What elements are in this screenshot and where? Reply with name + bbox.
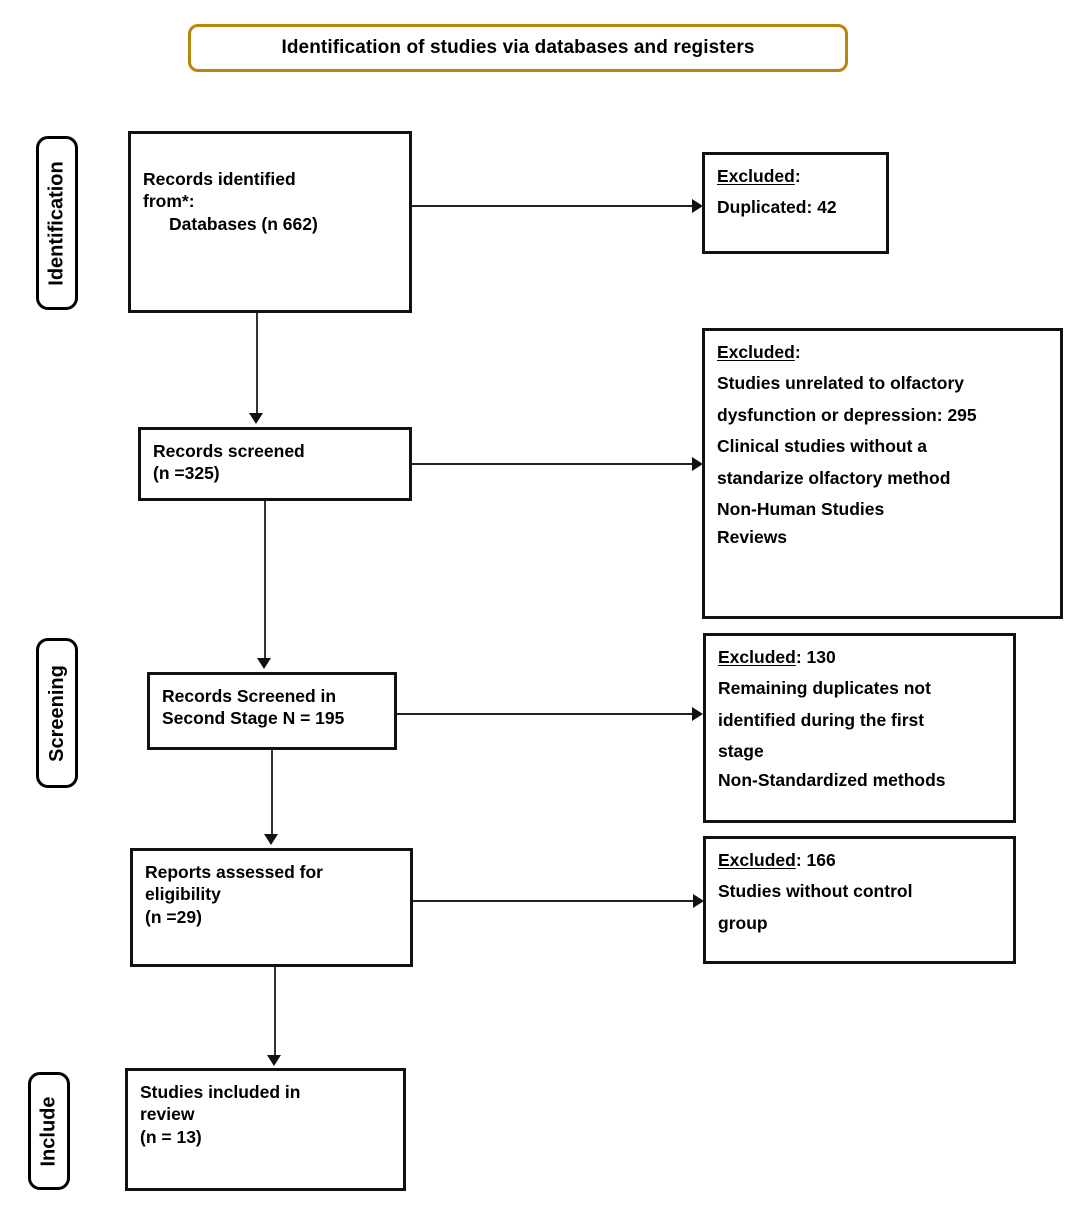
box-excluded-eligibility-line1: Studies without control <box>718 881 913 902</box>
stage-label-screening-text: Screening <box>45 664 68 762</box>
box-excluded-screening-heading: Excluded: <box>717 341 1048 363</box>
box-studies-included-in-review: Studies included in review (n = 13) <box>125 1068 406 1191</box>
connector-identified-to-excluded-line <box>412 205 692 207</box>
connector-second-to-eligibility-line <box>271 750 273 834</box>
box-eligibility-line2: eligibility <box>145 884 221 905</box>
page-title: Identification of studies via databases … <box>281 37 755 58</box>
excluded-heading-underlined-text: Excluded <box>717 342 795 362</box>
box-included-line1: Studies included in <box>140 1082 301 1102</box>
box-excluded-duplicates: Excluded: Duplicated: 42 <box>702 152 889 254</box>
stage-label-include-text: Include <box>37 1095 60 1167</box>
box-excluded-screening-line4: standarize olfactory method <box>717 467 951 488</box>
box-excluded-eligibility: Excluded: 166 Studies without control gr… <box>703 836 1016 964</box>
box-excluded-duplicates-line1: Duplicated: 42 <box>717 197 837 218</box>
box-records-identified: Records identified from*: Databases (n 6… <box>128 131 412 313</box>
excluded-heading-underlined-text: Excluded <box>717 166 795 186</box>
box-excluded-second-stage: Excluded: 130 Remaining duplicates not i… <box>703 633 1016 823</box>
diagram-title-banner: Identification of studies via databases … <box>188 24 848 72</box>
box-eligibility-line1: Reports assessed for <box>145 862 323 882</box>
excluded-heading-underlined-text: Excluded <box>718 647 796 667</box>
box-second-stage-line2: Second Stage N = 195 <box>162 708 345 729</box>
stage-label-include: Include <box>28 1072 70 1190</box>
box-records-screened: Records screened (n =325) <box>138 427 412 501</box>
box-excluded-screening-line2: dysfunction or depression: 295 <box>717 404 977 425</box>
excluded-heading-suffix: : <box>794 166 801 186</box>
connector-screened-to-excluded-line <box>412 463 692 465</box>
box-records-identified-line3: Databases (n 662) <box>169 213 318 234</box>
box-records-screened-line1: Records screened <box>153 441 305 461</box>
connector-screened-to-second-line <box>264 501 266 658</box>
connector-second-to-eligibility-arrow <box>264 834 278 845</box>
connector-screened-to-second-arrow <box>257 658 271 669</box>
box-second-stage-line1: Records Screened in <box>162 686 337 706</box>
box-excluded-screening: Excluded: Studies unrelated to olfactory… <box>702 328 1063 619</box>
box-excluded-screening-line5: Non-Human Studies <box>717 498 885 519</box>
excluded-heading-suffix: : 130 <box>795 647 836 667</box>
connector-eligibility-to-excluded-arrow <box>693 894 704 908</box>
box-records-identified-line1: Records identified <box>143 169 296 189</box>
box-excluded-screening-line6: Reviews <box>717 527 788 548</box>
box-excluded-screening-line3: Clinical studies without a <box>717 436 928 457</box>
excluded-heading-suffix: : <box>794 342 801 362</box>
box-included-line2: review <box>140 1104 195 1125</box>
box-excluded-second-stage-line4: Non-Standardized methods <box>718 769 946 790</box>
excluded-heading-suffix: : 166 <box>795 850 836 870</box>
box-excluded-eligibility-line2: group <box>718 912 768 933</box>
connector-eligibility-to-included-arrow <box>267 1055 281 1066</box>
box-records-identified-line2: from*: <box>143 191 195 212</box>
connector-identified-to-screened-arrow <box>249 413 263 424</box>
connector-second-to-excluded-arrow <box>692 707 703 721</box>
box-excluded-screening-line1: Studies unrelated to olfactory <box>717 373 964 394</box>
connector-second-to-excluded-line <box>397 713 692 715</box>
connector-identified-to-screened-line <box>256 313 258 413</box>
box-records-screened-second-stage: Records Screened in Second Stage N = 195 <box>147 672 397 750</box>
box-excluded-second-stage-line2: identified during the first <box>718 709 925 730</box>
box-excluded-second-stage-line1: Remaining duplicates not <box>718 678 931 699</box>
excluded-heading-underlined-text: Excluded <box>718 850 796 870</box>
connector-screened-to-excluded-arrow <box>692 457 703 471</box>
box-records-screened-line2: (n =325) <box>153 463 220 484</box>
box-excluded-duplicates-heading: Excluded: <box>717 165 874 187</box>
stage-label-identification-text: Identification <box>45 160 68 286</box>
stage-label-identification: Identification <box>36 136 78 310</box>
box-excluded-eligibility-heading: Excluded: 166 <box>718 849 1001 871</box>
box-excluded-second-stage-line3: stage <box>718 741 764 762</box>
box-reports-assessed-eligibility: Reports assessed for eligibility (n =29) <box>130 848 413 967</box>
stage-label-screening: Screening <box>36 638 78 788</box>
connector-eligibility-to-excluded-line <box>413 900 693 902</box>
box-eligibility-line3: (n =29) <box>145 906 202 927</box>
connector-identified-to-excluded-arrow <box>692 199 703 213</box>
connector-eligibility-to-included-line <box>274 967 276 1055</box>
box-excluded-second-stage-heading: Excluded: 130 <box>718 646 1001 668</box>
box-included-line3: (n = 13) <box>140 1126 202 1147</box>
